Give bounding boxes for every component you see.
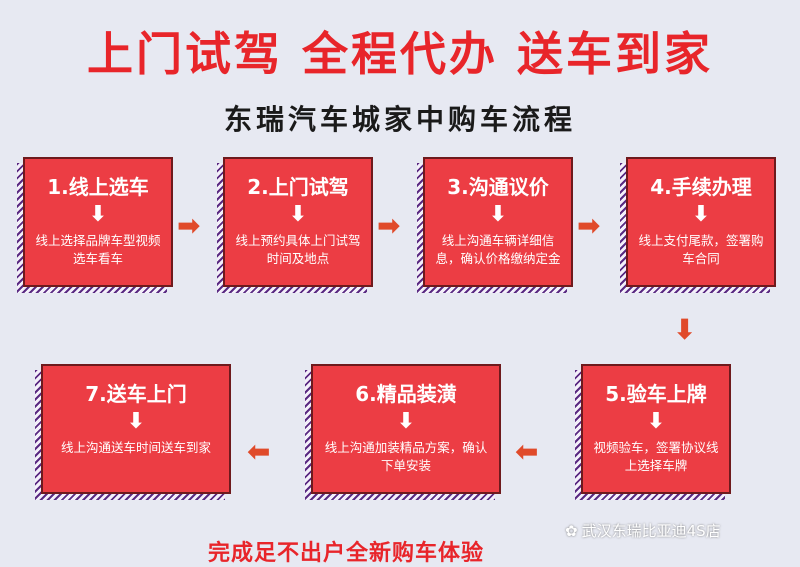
step-card-1: 1.线上选车 ⬇ 线上选择品牌车型视频选车看车 [17,157,173,293]
step-title: 4.手续办理 [650,175,752,199]
right-arrow-icon: ➡ [177,209,201,242]
card-face: 4.手续办理 ⬇ 线上支付尾款，签署购车合同 [626,157,776,287]
step-title: 5.验车上牌 [605,382,707,406]
step-description: 线上选择品牌车型视频选车看车 [35,233,161,266]
step-description: 线上预约具体上门试驾时间及地点 [235,233,361,266]
step-description: 视频验车，签署协议线上选择车牌 [593,440,719,473]
down-arrow-icon: ⬇ [288,202,308,227]
step-card-2: 2.上门试驾 ⬇ 线上预约具体上门试驾时间及地点 [217,157,373,293]
page-subtitle: 东瑞汽车城家中购车流程 [223,103,576,136]
step-title: 7.送车上门 [85,382,187,406]
step-title: 6.精品装潢 [355,382,457,406]
step-card-7: 7.送车上门 ⬇ 线上沟通送车时间送车到家 [35,364,231,500]
card-face: 3.沟通议价 ⬇ 线上沟通车辆详细信息，确认价格缴纳定金 [423,157,573,287]
watermark-text: 武汉东瑞比亚迪4S店 [581,522,721,540]
step-card-5: 5.验车上牌 ⬇ 视频验车，签署协议线上选择车牌 [575,364,731,500]
step-card-4: 4.手续办理 ⬇ 线上支付尾款，签署购车合同 [620,157,776,293]
down-arrow-icon: ⬇ [88,202,108,227]
step-card-3: 3.沟通议价 ⬇ 线上沟通车辆详细信息，确认价格缴纳定金 [417,157,573,293]
watermark: ✿武汉东瑞比亚迪4S店 [565,520,721,541]
page-title: 上门试驾 全程代办 送车到家 [86,27,714,81]
step-card-6: 6.精品装潢 ⬇ 线上沟通加装精品方案，确认下单安装 [305,364,501,500]
right-arrow-icon: ➡ [577,209,601,242]
down-arrow-icon: ⬇ [488,202,508,227]
step-description: 线上沟通送车时间送车到家 [60,440,211,455]
card-face: 6.精品装潢 ⬇ 线上沟通加装精品方案，确认下单安装 [311,364,501,494]
step-description: 线上支付尾款，签署购车合同 [638,233,764,266]
step-title: 2.上门试驾 [247,175,349,199]
card-face: 5.验车上牌 ⬇ 视频验车，签署协议线上选择车牌 [581,364,731,494]
step-description: 线上沟通车辆详细信息，确认价格缴纳定金 [435,233,561,266]
wechat-icon: ✿ [565,522,578,540]
down-arrow-icon: ⬇ [396,409,416,434]
step-title: 3.沟通议价 [447,175,549,199]
right-arrow-icon: ➡ [377,209,401,242]
down-arrow-icon: ⬇ [691,202,711,227]
down-arrow-icon: ⬇ [673,313,697,346]
step-title: 1.线上选车 [47,175,149,199]
down-arrow-icon: ⬇ [126,409,146,434]
left-arrow-icon: ⬅ [515,435,539,468]
card-face: 2.上门试驾 ⬇ 线上预约具体上门试驾时间及地点 [223,157,373,287]
down-arrow-icon: ⬇ [646,409,666,434]
card-face: 7.送车上门 ⬇ 线上沟通送车时间送车到家 [41,364,231,494]
step-description: 线上沟通加装精品方案，确认下单安装 [324,440,488,473]
left-arrow-icon: ⬅ [247,435,271,468]
card-face: 1.线上选车 ⬇ 线上选择品牌车型视频选车看车 [23,157,173,287]
footer-slogan: 完成足不出户全新购车体验 [208,541,485,566]
